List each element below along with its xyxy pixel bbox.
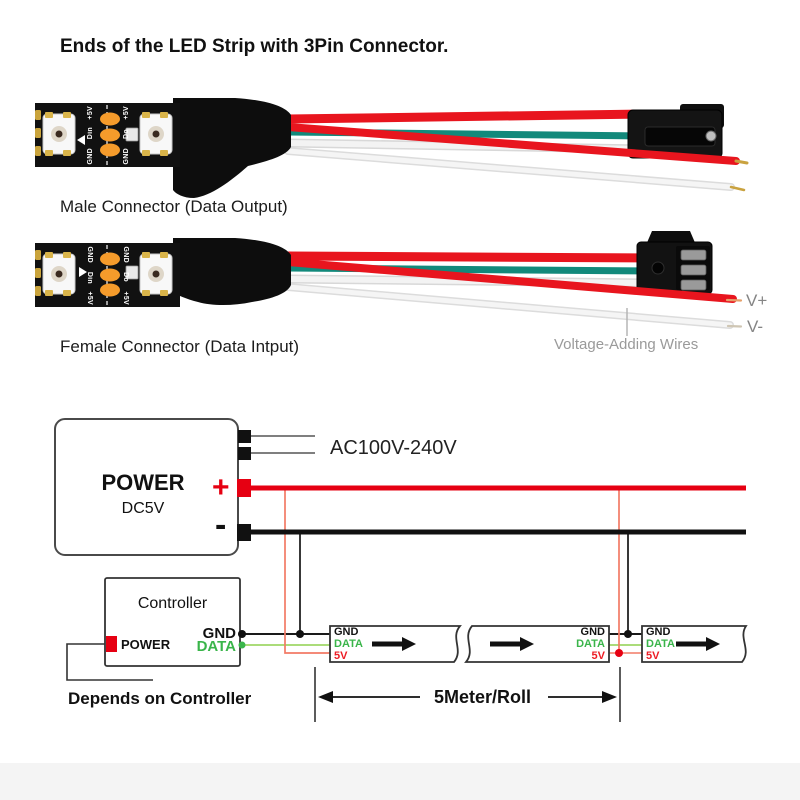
pcb-silk-label: Do (122, 128, 130, 139)
controller-power-terminal (106, 636, 117, 652)
v-minus-label: V- (747, 317, 764, 336)
strip-segment-2 (464, 625, 610, 663)
strip-5v-label: 5V (591, 649, 605, 662)
pcb-silk-label: Do (122, 272, 130, 283)
strip-data-label: DATA (646, 637, 675, 650)
female-jst-connector (636, 231, 713, 295)
pcb-silk-right-column: +5V Do GND (120, 106, 132, 164)
pcb-silk-label: +5V (122, 106, 130, 120)
male-connector-caption: Male Connector (Data Output) (60, 197, 288, 216)
wiring-diagram (54, 418, 748, 722)
junction-dot (624, 630, 632, 638)
controller-data-terminal (238, 641, 246, 649)
strip-direction-arrow (490, 637, 534, 651)
ac-terminal (238, 447, 251, 460)
pcb-silk-label: Din (86, 271, 94, 284)
led-chip (139, 112, 173, 156)
strip-5v-label: 5V (334, 649, 348, 662)
roll-dimension (314, 667, 621, 722)
pcb-silk-label: +5V (122, 291, 130, 305)
heatshrink-boot (173, 238, 291, 305)
male-jst-connector (627, 104, 724, 159)
strip-gnd-label: GND (334, 626, 359, 638)
controller-power-label: POWER (121, 637, 171, 652)
pcb-silk-left-column: +5V Din GND (84, 247, 96, 305)
male-strip-photo (35, 98, 749, 198)
pcb-silk-left-column: +5V Din GND (84, 106, 96, 164)
controller-box (104, 577, 241, 667)
pcb-silk-label: +5V (86, 291, 94, 305)
strip-data-label: DATA (334, 637, 363, 650)
five-v-feed-left (284, 489, 330, 654)
controller-gnd-label: GND (202, 625, 236, 642)
data-direction-arrow (79, 267, 87, 277)
bottom-band (0, 763, 800, 800)
led-chip (139, 252, 173, 296)
controller-title: Controller (137, 595, 208, 612)
junction-dot (296, 630, 304, 638)
heatshrink-boot (173, 98, 291, 198)
power-box-title: POWER (101, 470, 185, 495)
pcb-silk-label: GND (122, 147, 130, 164)
strip-direction-arrow (372, 637, 416, 651)
voltage-adding-label: Voltage-Adding Wires (554, 336, 699, 353)
controller-data-label: DATA (196, 638, 236, 655)
strip-5v-label: 5V (646, 649, 660, 662)
led-chip (42, 112, 76, 156)
v-minus-terminal (237, 524, 251, 541)
pcb-silk-label: GND (86, 247, 94, 264)
strip-direction-arrow (676, 637, 720, 651)
controller-power-wire (66, 643, 153, 681)
v-plus-label: V+ (746, 291, 768, 310)
strip-gnd-label: GND (580, 626, 605, 638)
pcb-silk-right-column: +5V Do GND (120, 247, 132, 305)
pcb-silk-label: +5V (86, 106, 94, 120)
pcb-silk-label: GND (86, 147, 94, 164)
strip-gnd-label: GND (646, 626, 671, 638)
controller-gnd-terminal (238, 630, 246, 638)
led-pcb (35, 103, 180, 167)
plus-terminal-label: + (212, 471, 230, 504)
minus-terminal-label: - (215, 506, 227, 544)
strip-data-label: DATA (576, 637, 605, 650)
power-box-voltage: DC5V (121, 500, 165, 517)
v-plus-terminal (237, 479, 251, 497)
female-connector-caption: Female Connector (Data Intput) (60, 337, 300, 356)
strip3-pinout: GND DATA 5V (646, 626, 675, 662)
led-chip (42, 252, 76, 296)
ac-terminal (238, 430, 251, 443)
pcb-silk-label: Din (86, 127, 94, 140)
led-pcb (35, 243, 180, 307)
depends-on-controller-label: Depends on Controller (68, 689, 252, 708)
pcb-silk-label: GND (122, 247, 130, 264)
data-direction-arrow (77, 135, 85, 145)
ac-input-label: AC100V-240V (330, 437, 457, 459)
roll-length-label: 5Meter/Roll (433, 687, 532, 707)
page-title: Ends of the LED Strip with 3Pin Connecto… (60, 36, 449, 57)
strip2-pinout: GND DATA 5V (550, 626, 605, 662)
junction-dot (615, 649, 623, 657)
female-strip-photo (35, 231, 743, 336)
strip1-pinout: GND DATA 5V (334, 626, 363, 662)
